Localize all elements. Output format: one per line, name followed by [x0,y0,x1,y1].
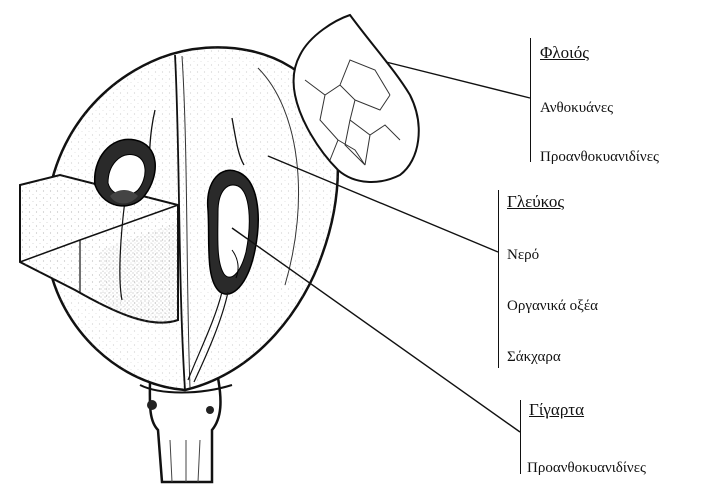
must-title: Γλεύκος [507,193,564,211]
seed-item-proanthocyanidins: Προανθοκυανιδίνες [527,459,646,477]
skin-title: Φλοιός [540,44,589,62]
skin-item-anthocyanins: Ανθοκυάνες [540,99,613,117]
must-bracket [498,190,499,368]
seed-bracket [520,400,521,474]
must-item-water: Νερό [507,246,539,264]
skin-item-proanthocyanidins: Προανθοκυανιδίνες [540,148,659,166]
must-item-sugars: Σάκχαρα [507,348,561,366]
seed-title: Γίγαρτα [529,401,584,419]
must-item-organic-acids: Οργανικά οξέα [507,297,598,315]
stem [140,378,232,482]
skin-bracket [530,38,531,162]
